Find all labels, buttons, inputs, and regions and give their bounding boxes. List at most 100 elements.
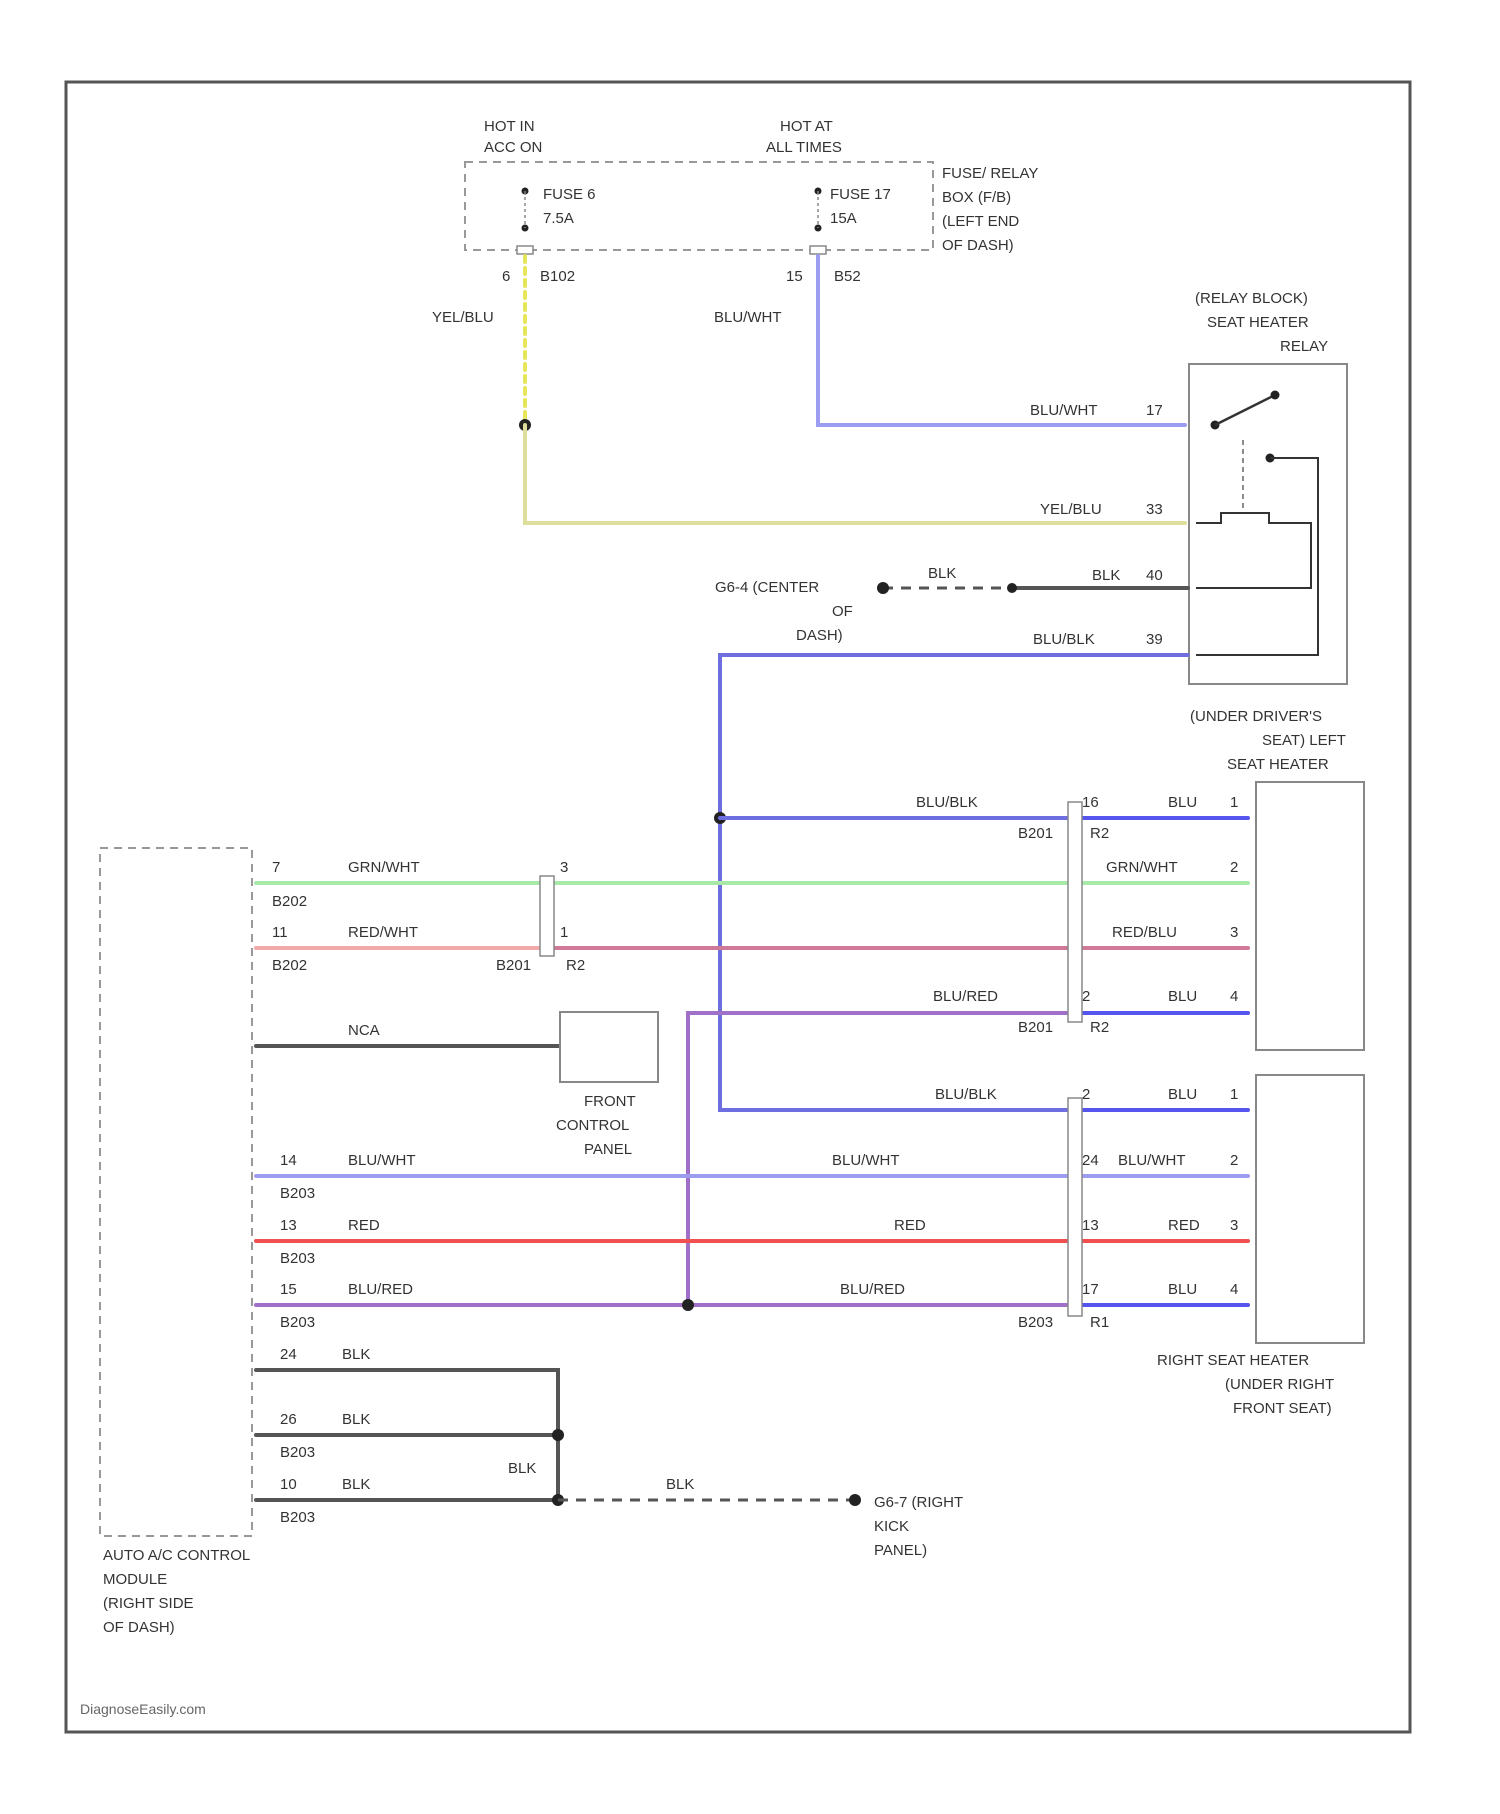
fuse-17-label-2: 15A — [830, 210, 857, 227]
fuse-6 — [522, 188, 529, 232]
splice-blk-1 — [552, 1429, 564, 1441]
front-panel-label-2: CONTROL — [556, 1117, 629, 1134]
blu-red-right-b203: B203 — [1018, 1314, 1053, 1331]
relay-title-2: SEAT HEATER — [1207, 314, 1309, 331]
grn-wht-label-2: GRN/WHT — [1106, 859, 1178, 876]
blk-trunk-label: BLK — [508, 1460, 536, 1477]
nca-label: NCA — [348, 1022, 380, 1039]
relay-pin-39-label: 39 — [1146, 631, 1163, 648]
red-module-pin-13: 13 — [280, 1217, 297, 1234]
ground-g4 — [877, 582, 889, 594]
left-pin-3: 3 — [1230, 924, 1238, 941]
connector-b201-left — [540, 876, 554, 956]
relay-pin-17-wire-label: BLU/WHT — [1030, 402, 1098, 419]
red-wht-pin-11: 11 — [272, 924, 288, 941]
left-heater-title-2: SEAT) LEFT — [1262, 732, 1346, 749]
blu-red-right-r1: R1 — [1090, 1314, 1109, 1331]
relay-pin-33-label: 33 — [1146, 501, 1163, 518]
left-pin-4: 4 — [1230, 988, 1238, 1005]
fuse-17-label-1: FUSE 17 — [830, 186, 891, 203]
right-pin-4: 4 — [1230, 1281, 1238, 1298]
fuse-relay-box-label-3: (LEFT END — [942, 213, 1019, 230]
blk-pin-26: 26 — [280, 1411, 297, 1428]
blu-wht-label: BLU/WHT — [714, 309, 782, 326]
relay-pin-33-wire-label: YEL/BLU — [1040, 501, 1102, 518]
right-seat-heater — [1256, 1075, 1364, 1343]
grn-wht-pin-3: 3 — [560, 859, 568, 876]
blk-pin-24: 24 — [280, 1346, 297, 1363]
g4-label-1: G6-4 (CENTER — [715, 579, 819, 596]
front-panel-label-1: FRONT — [584, 1093, 636, 1110]
splice-blu-red — [682, 1299, 694, 1311]
right-pin-1: 1 — [1230, 1086, 1238, 1103]
watermark: DiagnoseEasily.com — [80, 1701, 206, 1717]
hot-in-acc-on-label-1: HOT IN — [484, 118, 535, 135]
left-seat-heater — [1256, 782, 1364, 1050]
connector-b102 — [517, 246, 533, 254]
red-blu-pin-1: 1 — [560, 924, 568, 941]
connector-b52 — [810, 246, 826, 254]
red-mid-label: RED — [894, 1217, 926, 1234]
fuse-relay-box — [465, 162, 933, 250]
blu-red-module-label: BLU/RED — [348, 1281, 413, 1298]
blu-wht-module-pin-14: 14 — [280, 1152, 297, 1169]
blu-red-left-pin-2: 2 — [1082, 988, 1090, 1005]
front-panel-label-3: PANEL — [584, 1141, 632, 1158]
blk-label-24: BLK — [342, 1346, 370, 1363]
blu-left-label-4: BLU — [1168, 988, 1197, 1005]
ground-g2 — [849, 1494, 861, 1506]
blu-red-left-b201: B201 — [1018, 1019, 1053, 1036]
hot-in-acc-on-label-2: ACC ON — [484, 139, 542, 156]
hot-at-all-times-label-1: HOT AT — [780, 118, 833, 135]
blk-label-10: BLK — [342, 1476, 370, 1493]
relay-pin-17-label: 17 — [1146, 402, 1163, 419]
blu-red-right-pin-17: 17 — [1082, 1281, 1099, 1298]
module-title-4: OF DASH) — [103, 1619, 175, 1636]
auto-ac-control-module — [100, 848, 252, 1536]
red-blu-r2: R2 — [566, 957, 585, 974]
relay-pin-40-wire-label: BLK — [1092, 567, 1120, 584]
front-control-panel — [560, 1012, 658, 1082]
blu-red-mid-label: BLU/RED — [840, 1281, 905, 1298]
red-wht-label: RED/WHT — [348, 924, 418, 941]
right-pin-2: 2 — [1230, 1152, 1238, 1169]
red-blu-label: RED/BLU — [1112, 924, 1177, 941]
relay-title-3: RELAY — [1280, 338, 1328, 355]
g4-label-2: OF — [832, 603, 853, 620]
pin-15-label: 15 — [786, 268, 803, 285]
red-module-label: RED — [348, 1217, 380, 1234]
red-blu-b201: B201 — [496, 957, 531, 974]
blk-label-relay: BLK — [928, 565, 956, 582]
blu-red-module-b203: B203 — [280, 1314, 315, 1331]
grn-wht-b202: B202 — [272, 893, 307, 910]
blu-blk-left-label: BLU/BLK — [916, 794, 978, 811]
relay-title-1: (RELAY BLOCK) — [1195, 290, 1308, 307]
fuse-6-label-1: FUSE 6 — [543, 186, 596, 203]
left-pin-2: 2 — [1230, 859, 1238, 876]
blu-red-left-r2: R2 — [1090, 1019, 1109, 1036]
red-module-b203: B203 — [280, 1250, 315, 1267]
splice-blk-relay — [1007, 583, 1017, 593]
wire-blk-pin-24 — [256, 1370, 558, 1435]
left-heater-title-3: SEAT HEATER — [1227, 756, 1329, 773]
left-pin-1: 1 — [1230, 794, 1238, 811]
relay-pin-39-wire-label: BLU/BLK — [1033, 631, 1095, 648]
g2-label-3: PANEL) — [874, 1542, 927, 1559]
blk-label-26: BLK — [342, 1411, 370, 1428]
blu-left-label-1: BLU — [1168, 794, 1197, 811]
module-title-2: MODULE — [103, 1571, 167, 1588]
fuse-relay-box-label-4: OF DASH) — [942, 237, 1014, 254]
blk-ground-label: BLK — [666, 1476, 694, 1493]
blu-blk-left-b201: B201 — [1018, 825, 1053, 842]
relay-pin-40-label: 40 — [1146, 567, 1163, 584]
blk-10-b203: B203 — [280, 1509, 315, 1526]
g2-label-2: KICK — [874, 1518, 909, 1535]
g2-label-1: G6-7 (RIGHT — [874, 1494, 963, 1511]
right-heater-title-2: (UNDER RIGHT — [1225, 1376, 1334, 1393]
red-wht-b202: B202 — [272, 957, 307, 974]
grn-wht-pin-7: 7 — [272, 859, 280, 876]
blu-blk-left-pin-16: 16 — [1082, 794, 1099, 811]
wire-blu-wht-to-relay — [818, 256, 1185, 425]
b52-label: B52 — [834, 268, 861, 285]
